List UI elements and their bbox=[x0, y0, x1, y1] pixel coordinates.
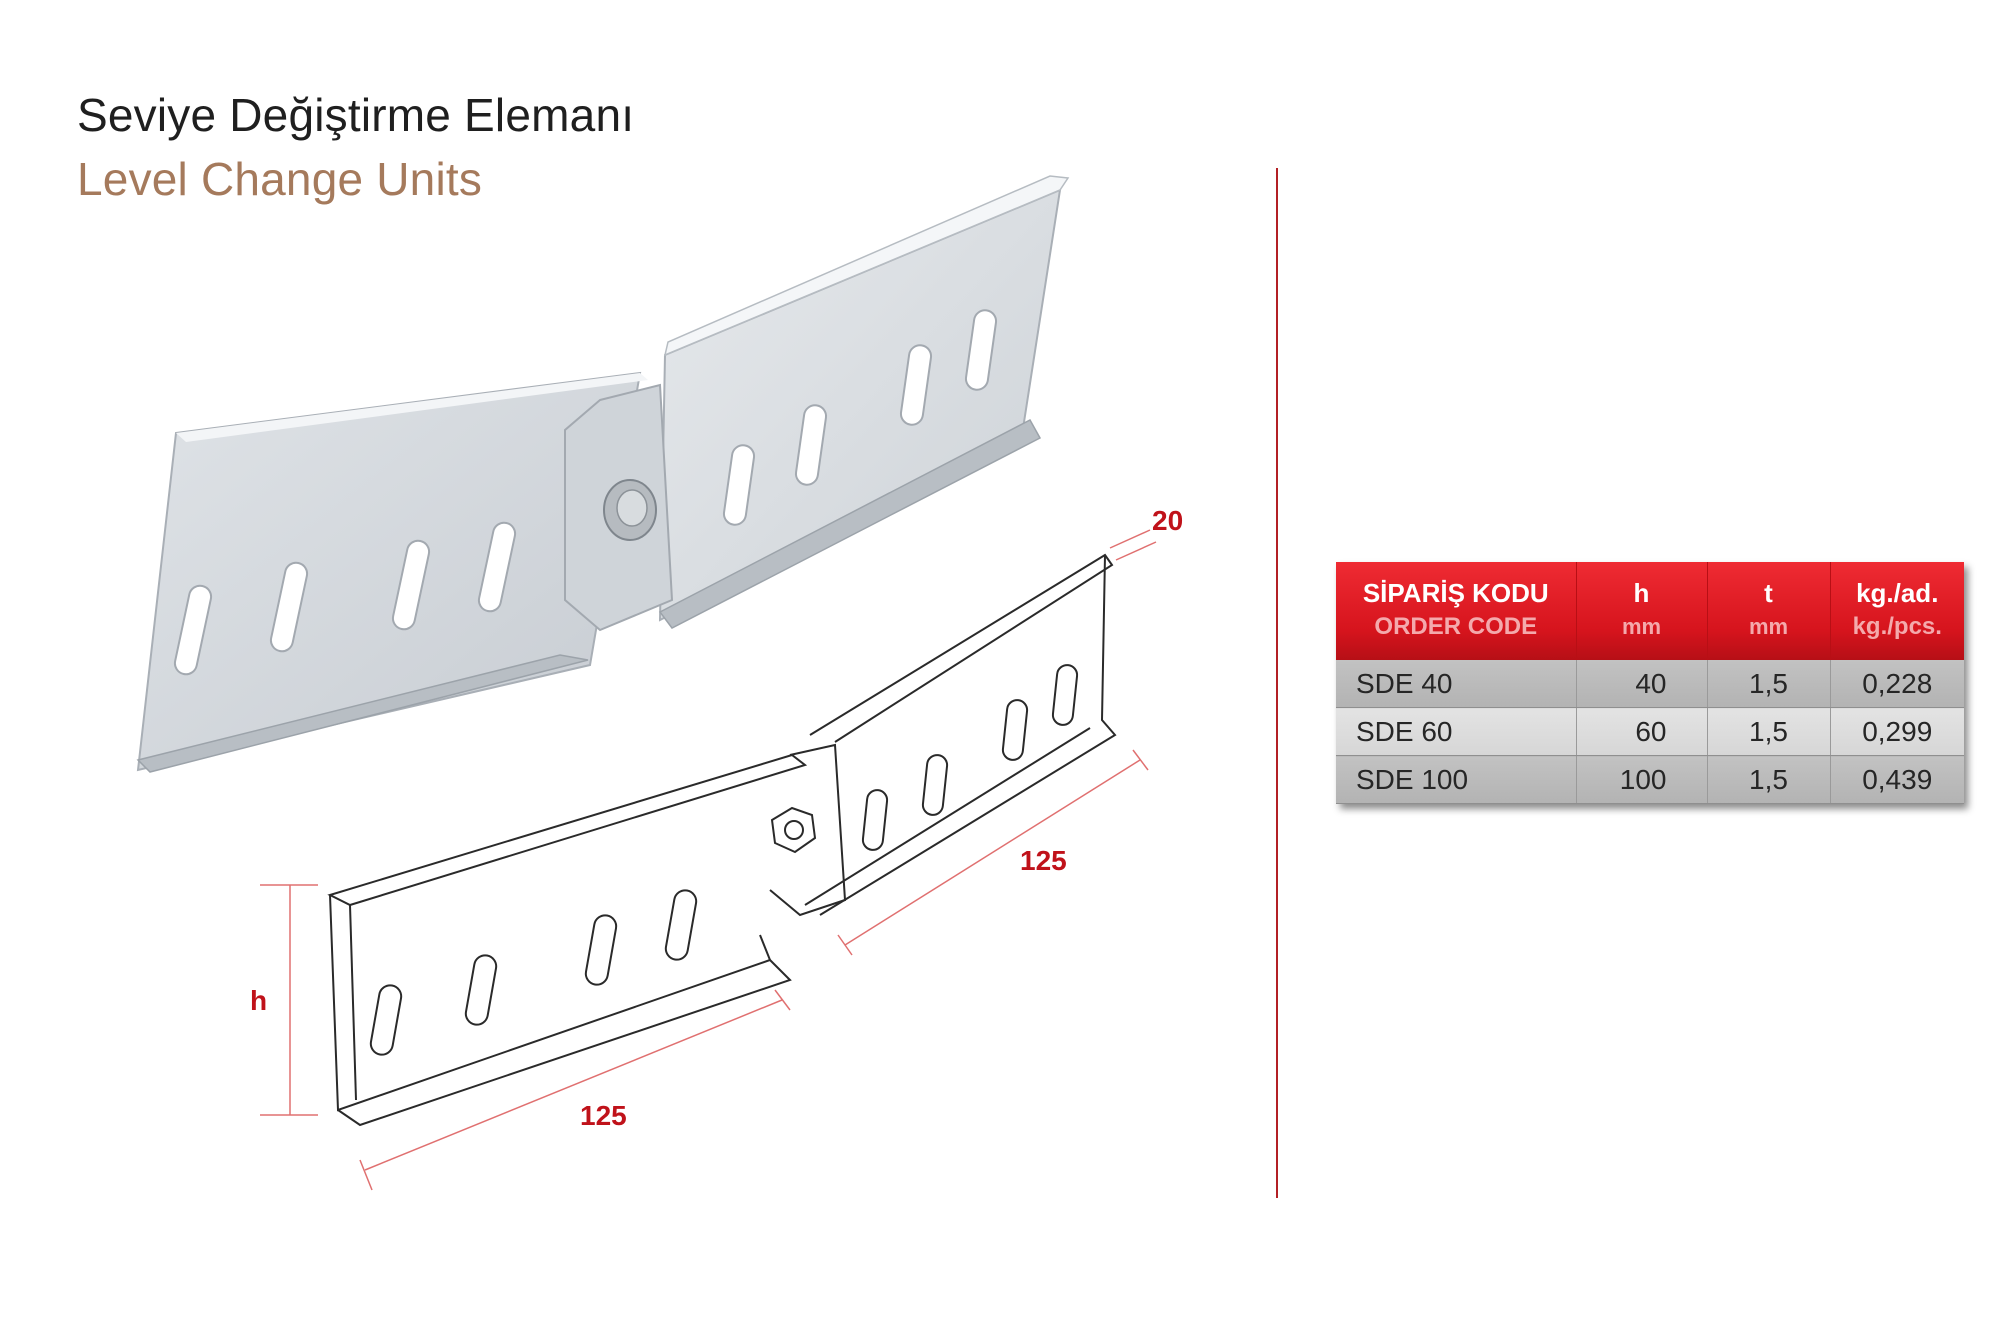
cell-t: 1,5 bbox=[1707, 707, 1831, 756]
cell-code: SDE 60 bbox=[1336, 707, 1577, 756]
header-h: h mm bbox=[1576, 562, 1708, 660]
cell-weight: 0,439 bbox=[1830, 755, 1964, 804]
product-illustration: 20 125 125 h bbox=[136, 175, 1183, 1191]
cell-code: SDE 100 bbox=[1336, 755, 1577, 804]
dimension-length-left: 125 bbox=[580, 1100, 627, 1131]
cell-h: 60 bbox=[1576, 707, 1708, 756]
table-row: SDE 100 100 1,5 0,439 bbox=[1336, 755, 1964, 804]
header-order-code: SİPARİŞ KODU ORDER CODE bbox=[1336, 562, 1577, 660]
cell-h: 40 bbox=[1576, 660, 1708, 708]
cell-weight: 0,299 bbox=[1830, 707, 1964, 756]
table-row: SDE 60 60 1,5 0,299 bbox=[1336, 707, 1964, 756]
spec-table: SİPARİŞ KODU ORDER CODE h mm t mm kg./ad… bbox=[1336, 562, 1964, 804]
page-subtitle: Level Change Units bbox=[77, 153, 483, 205]
table-row: SDE 40 40 1,5 0,228 bbox=[1336, 660, 1964, 708]
vertical-divider bbox=[1276, 168, 1278, 1198]
rendered-unit-3d bbox=[136, 175, 1070, 773]
cell-weight: 0,228 bbox=[1830, 660, 1964, 708]
header-weight: kg./ad. kg./pcs. bbox=[1830, 562, 1964, 660]
cell-t: 1,5 bbox=[1707, 755, 1831, 804]
dimension-lines bbox=[260, 529, 1157, 1191]
header-t: t mm bbox=[1707, 562, 1831, 660]
cell-h: 100 bbox=[1576, 755, 1708, 804]
page-title: Seviye Değiştirme Elemanı bbox=[77, 89, 635, 141]
cell-t: 1,5 bbox=[1707, 660, 1831, 708]
dimension-length-right: 125 bbox=[1020, 845, 1067, 876]
cell-code: SDE 40 bbox=[1336, 660, 1577, 708]
technical-drawing bbox=[327, 553, 1117, 1127]
dimension-flange: 20 bbox=[1152, 505, 1183, 536]
dimension-height: h bbox=[250, 985, 267, 1016]
spec-table-header: SİPARİŞ KODU ORDER CODE h mm t mm kg./ad… bbox=[1336, 562, 1964, 660]
